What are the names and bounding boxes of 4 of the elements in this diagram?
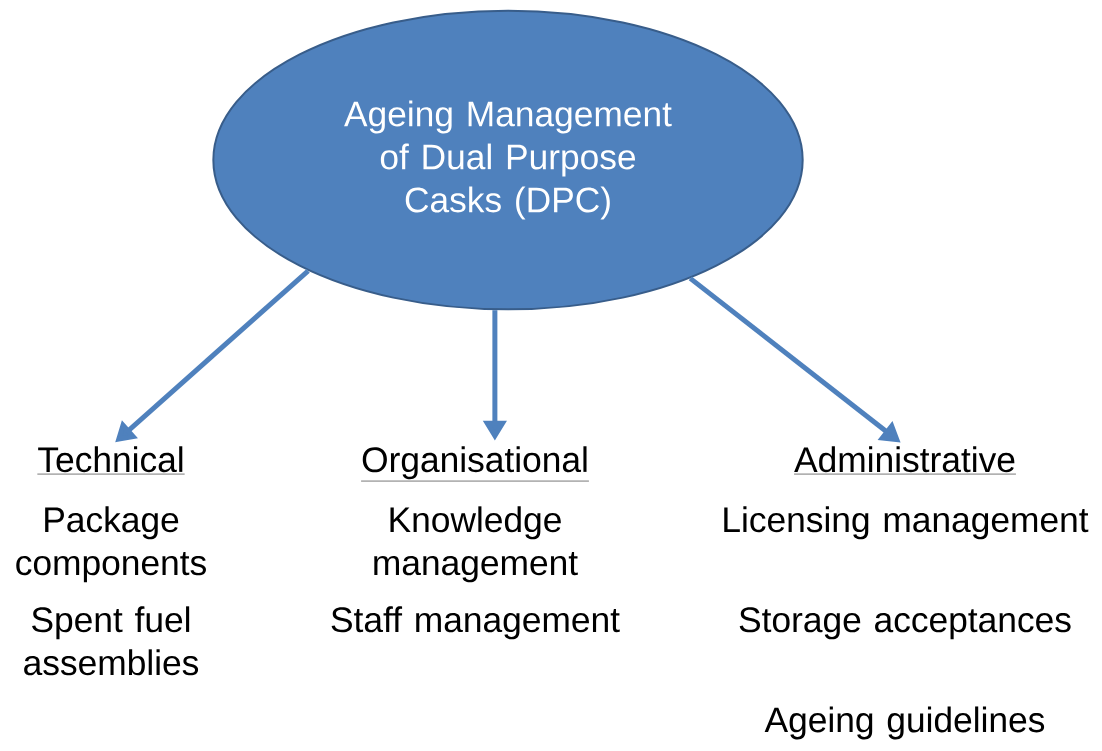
category-list: Administrative Licensing management Storage acceptances Ageing guidelines (724, 446, 1089, 740)
category-list: Technical Package components Spent fuel assemblies (16, 446, 206, 676)
ellipse-node: Ageing Management of Dual Purpose Casks (DPC) (212, 9, 804, 311)
category-list: Organisational Knowledge management Staff management (331, 446, 620, 640)
